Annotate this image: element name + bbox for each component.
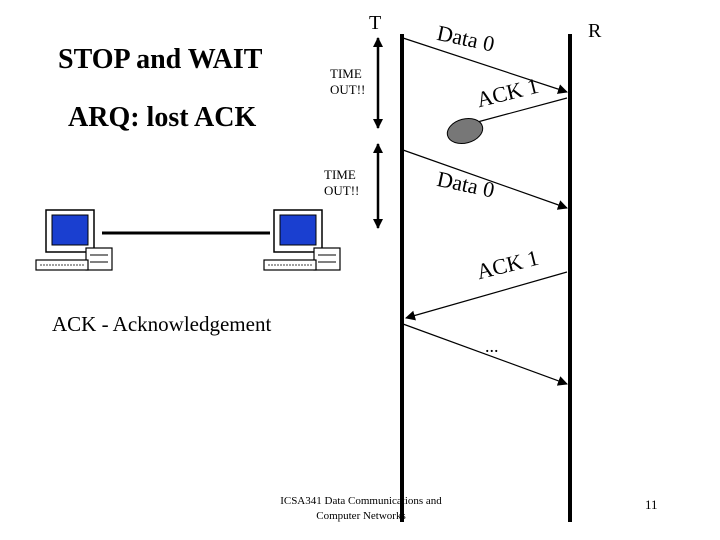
timeout-label-1-line1: TIME xyxy=(330,66,362,81)
ack-1-arrow xyxy=(405,271,568,321)
receiver-computer-icon xyxy=(263,209,341,271)
timeout-label-2-line2: OUT!! xyxy=(324,183,360,198)
title-line-1: STOP and WAIT xyxy=(58,44,263,75)
course-footer-line2: Computer Networks xyxy=(316,510,406,522)
course-footer: ICSA341 Data Communications and Computer… xyxy=(272,494,450,524)
timeout-label-1-line2: OUT!! xyxy=(330,82,366,97)
next-frame-arrow xyxy=(402,323,568,386)
timeout-label-1: TIME OUT!! xyxy=(330,66,365,98)
sender-computer-icon xyxy=(35,209,113,271)
course-footer-line1: ICSA341 Data Communications and xyxy=(280,495,442,507)
ellipsis-label: ... xyxy=(485,336,499,356)
title-line-2: ARQ: lost ACK xyxy=(68,102,257,133)
data-0-resend-arrow xyxy=(402,149,568,210)
ack-footnote: ACK - Acknowledgement xyxy=(52,312,272,336)
receiver-label: R xyxy=(588,20,602,42)
sender-label: T xyxy=(369,12,382,34)
timeout-label-2-line1: TIME xyxy=(324,167,356,182)
timeout-label-2: TIME OUT!! xyxy=(324,167,359,199)
ack-1-lost-arrow xyxy=(469,97,568,125)
lost-ack-blob xyxy=(446,118,484,144)
data-0-arrow xyxy=(402,37,568,94)
page-number: 11 xyxy=(645,497,658,512)
